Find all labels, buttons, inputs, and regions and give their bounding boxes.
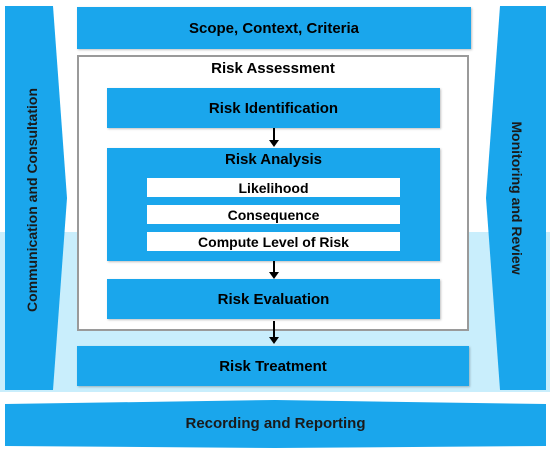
risk-identification-box: Risk Identification [107,88,440,128]
risk-evaluation-label: Risk Evaluation [217,290,330,308]
scope-context-criteria-box: Scope, Context, Criteria [77,7,471,49]
arrow-down-icon [269,321,279,344]
recording-reporting-label: Recording and Reporting [185,414,366,432]
monitoring-review-label: Monitoring and Review [509,121,525,275]
arrow-down-icon [269,261,279,279]
recording-reporting-bar [5,400,546,448]
likelihood-label: Likelihood [238,179,309,196]
arrow-down-icon [269,128,279,147]
risk-treatment-label: Risk Treatment [219,357,327,375]
communication-consultation-arrow [5,6,67,390]
compute-level-item: Compute Level of Risk [147,232,400,251]
risk-analysis-title: Risk Analysis [225,151,322,168]
consequence-item: Consequence [147,205,400,224]
risk-treatment-box: Risk Treatment [77,346,469,386]
communication-consultation-label: Communication and Consultation [24,88,40,312]
risk-assessment-title: Risk Assessment [211,60,335,77]
consequence-label: Consequence [227,206,320,223]
risk-identification-label: Risk Identification [208,99,339,117]
monitoring-review-arrow [486,6,546,390]
likelihood-item: Likelihood [147,178,400,197]
scope-context-criteria-label: Scope, Context, Criteria [188,19,360,37]
risk-evaluation-box: Risk Evaluation [107,279,440,319]
compute-level-label: Compute Level of Risk [198,233,349,250]
